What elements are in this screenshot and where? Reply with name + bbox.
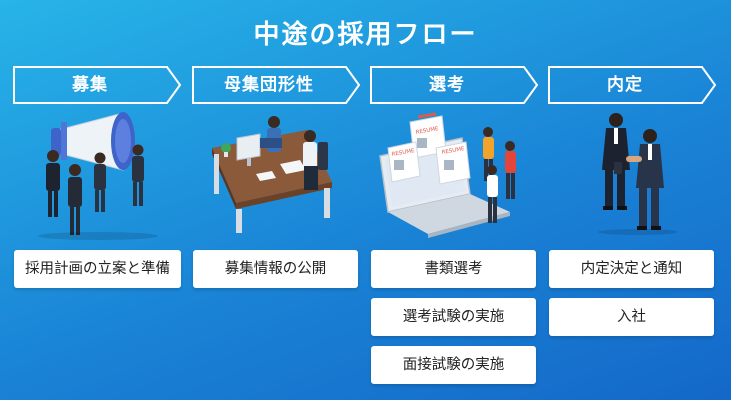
- chevron-arrow-icon: [370, 66, 539, 104]
- megaphone-icon: [51, 112, 135, 171]
- task-box: 採用計画の立案と準備: [14, 250, 181, 288]
- task-box: 入社: [549, 298, 714, 336]
- svg-text:RESUME: RESUME: [391, 148, 415, 158]
- person-icon: [602, 113, 630, 210]
- step-label: 募集: [72, 75, 108, 95]
- megaphone-team-illustration: [13, 108, 182, 244]
- handshake-illustration: [548, 108, 717, 244]
- person-icon: [68, 164, 82, 235]
- step-arrow-offer: 内定: [548, 66, 717, 104]
- step-arrow-recruitment: 募集: [13, 66, 182, 104]
- chevron-arrow-icon: [192, 66, 361, 104]
- task-box: 面接試験の実施: [371, 346, 536, 384]
- person-icon: [487, 165, 498, 223]
- resume-document-icon: RESUME: [435, 141, 471, 185]
- monitor-icon: [236, 133, 261, 166]
- svg-text:RESUME: RESUME: [415, 126, 439, 136]
- step-arrow-selection: 選考: [370, 66, 539, 104]
- step-arrow-population: 母集団形性: [192, 66, 361, 104]
- laptop-resume-illustration: RESUME RESUME RESUME: [370, 108, 539, 244]
- person-icon: [303, 130, 318, 190]
- person-icon: [46, 150, 60, 217]
- task-box: 選考試験の実施: [371, 298, 536, 336]
- task-box: 内定決定と通知: [549, 250, 714, 288]
- page-title: 中途の採用フロー: [253, 20, 478, 50]
- chevron-arrow-icon: [548, 66, 717, 104]
- desk-meeting-illustration: [192, 108, 361, 244]
- task-box: 募集情報の公開: [193, 250, 358, 288]
- chevron-arrow-icon: [13, 66, 182, 104]
- resume-document-icon: RESUME: [387, 141, 421, 183]
- person-icon: [636, 129, 664, 230]
- step-label: 選考: [429, 75, 465, 95]
- person-icon: [132, 144, 144, 206]
- person-icon: [505, 141, 516, 199]
- person-icon: [260, 116, 282, 152]
- person-icon: [94, 152, 106, 212]
- task-box: 書類選考: [371, 250, 536, 288]
- svg-text:RESUME: RESUME: [441, 146, 465, 156]
- step-label: 内定: [607, 75, 643, 95]
- step-label: 母集団形性: [224, 75, 314, 95]
